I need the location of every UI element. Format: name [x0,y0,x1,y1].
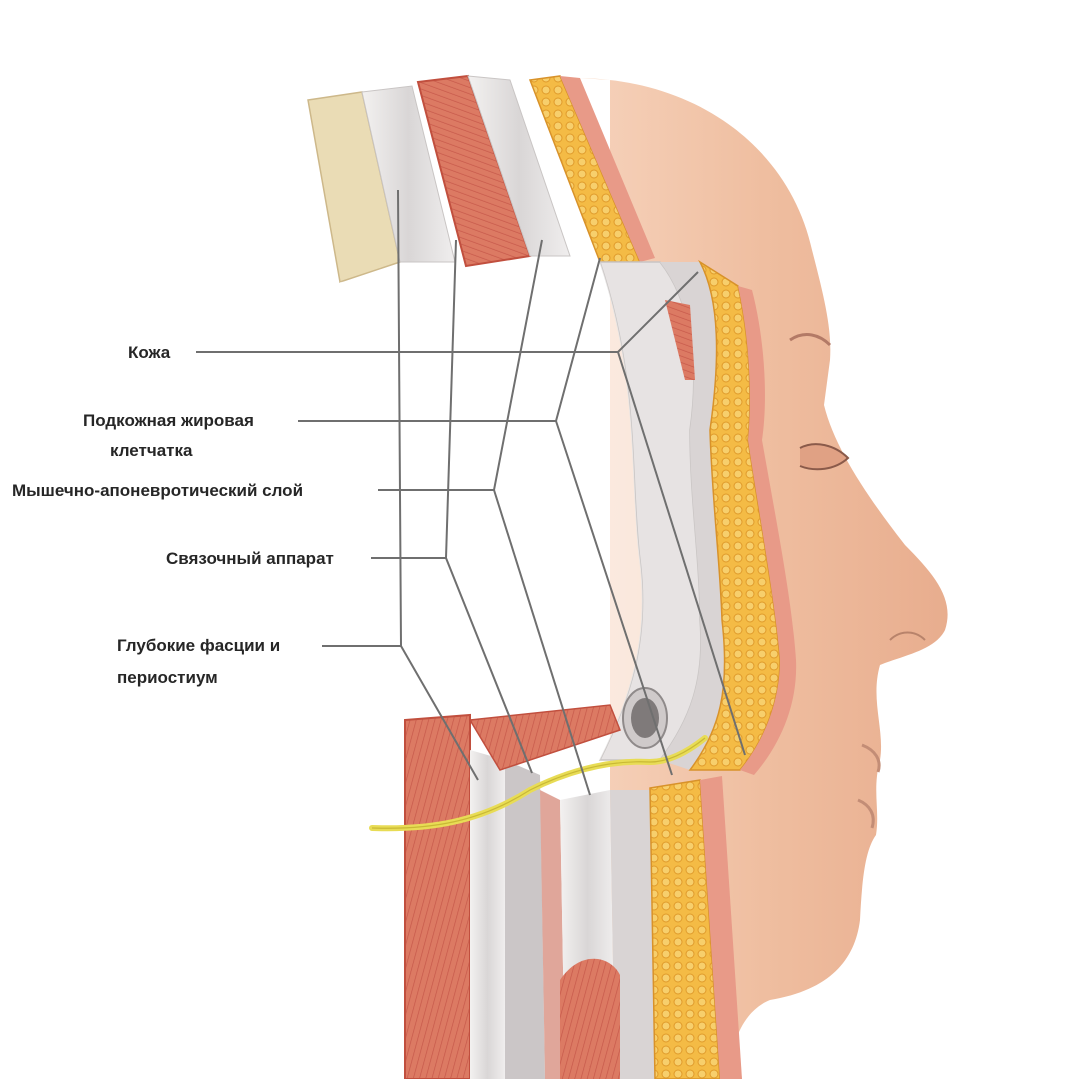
eye-icon [799,443,850,471]
label-deep-fascia-line2: периостиум [117,668,218,687]
leader-lines [196,189,746,796]
label-smas: Мышечно-апоневротический слой [12,481,304,500]
label-subcutaneous-fat-line2: клетчатка [110,441,193,460]
label-skin: Кожа [128,343,171,362]
label-ligaments: Связочный аппарат [166,549,334,568]
label-deep-fascia-line1: Глубокие фасции и [117,636,281,655]
brow-icon [789,333,832,347]
label-subcutaneous-fat-line1: Подкожная жировая [83,411,254,430]
